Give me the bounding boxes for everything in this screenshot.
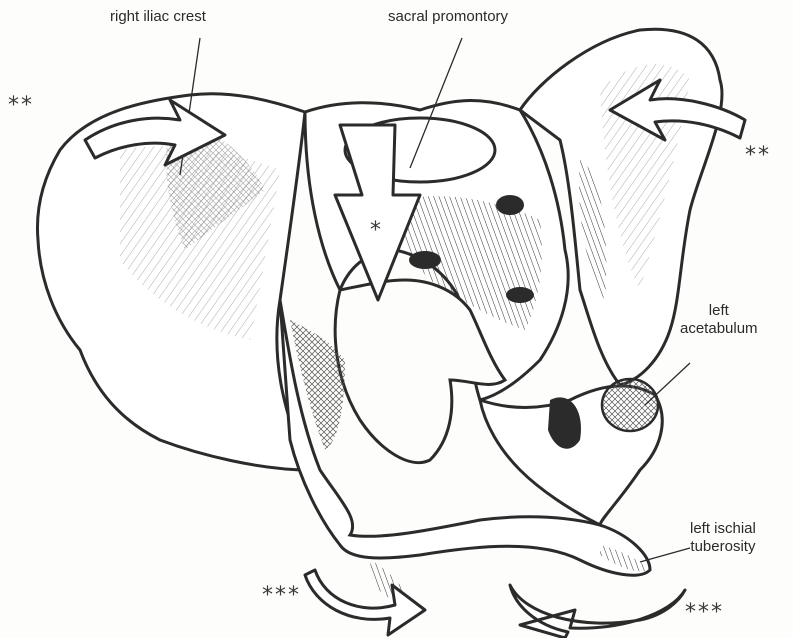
arrow-bottom-right bbox=[510, 585, 685, 638]
arrow-bottom-left bbox=[305, 570, 425, 635]
label-left-ischial-line1: left ischial bbox=[690, 520, 756, 538]
label-left-ischial-tuberosity: left ischial tuberosity bbox=[690, 520, 756, 556]
marker-triple-left: *** bbox=[262, 585, 301, 607]
label-sacral-promontory: sacral promontory bbox=[388, 8, 508, 26]
marker-single: * bbox=[370, 220, 383, 242]
label-right-iliac-crest: right iliac crest bbox=[110, 8, 206, 26]
label-left-acetabulum: left acetabulum bbox=[680, 302, 758, 338]
marker-triple-right: *** bbox=[685, 602, 724, 624]
marker-double-left: ** bbox=[8, 95, 34, 117]
marker-double-right: ** bbox=[745, 145, 771, 167]
label-left-ischial-line2: tuberosity bbox=[690, 538, 756, 556]
label-left-acetabulum-line1: left bbox=[680, 302, 758, 320]
label-left-acetabulum-line2: acetabulum bbox=[680, 320, 758, 338]
